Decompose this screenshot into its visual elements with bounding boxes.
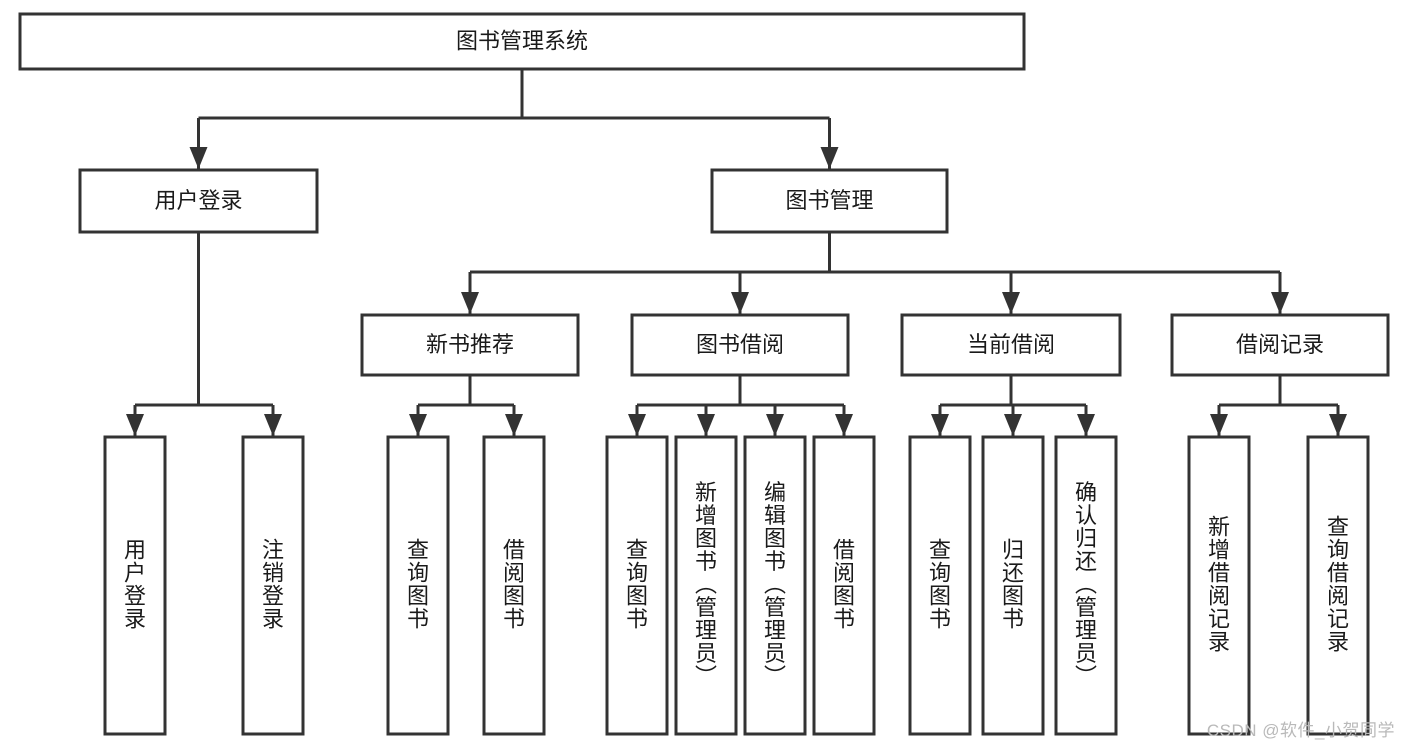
node-label-leaf-borrow-book-1: 借阅图书 <box>503 537 525 631</box>
node-leaf-user-login[interactable]: 用户登录 <box>103 435 167 736</box>
node-leaf-logout[interactable]: 注销登录 <box>241 435 305 736</box>
arrow-head-icon <box>1210 414 1228 436</box>
edge-group-current-borrow <box>931 375 1095 436</box>
arrow-head-icon <box>1329 414 1347 436</box>
node-box-leaf-confirm-return <box>1054 435 1118 736</box>
edge-group-new-book-rec <box>409 375 523 436</box>
node-new-book-rec[interactable]: 新书推荐 <box>360 313 580 377</box>
node-leaf-query-book-3[interactable]: 查询图书 <box>908 435 972 736</box>
node-label-borrow-record: 借阅记录 <box>1236 332 1324 357</box>
arrow-head-icon <box>1002 292 1020 314</box>
node-leaf-edit-book[interactable]: 编辑图书︵管理员︶ <box>743 435 807 736</box>
node-box-leaf-add-record <box>1187 435 1251 736</box>
node-leaf-query-book-1[interactable]: 查询图书 <box>386 435 450 736</box>
node-label-book-borrow: 图书借阅 <box>696 332 784 357</box>
arrow-head-icon <box>189 147 208 169</box>
node-user-login[interactable]: 用户登录 <box>78 168 319 234</box>
node-leaf-return-book[interactable]: 归还图书 <box>981 435 1045 736</box>
edge-group-book-manage <box>461 232 1289 314</box>
node-box-leaf-borrow-book-1 <box>482 435 546 736</box>
node-label-book-manage: 图书管理 <box>785 188 873 213</box>
node-label-leaf-user-login: 用户登录 <box>124 537 146 631</box>
arrow-head-icon <box>697 414 715 436</box>
node-box-leaf-user-login <box>103 435 167 736</box>
node-box-book-borrow <box>630 313 850 377</box>
node-box-root <box>18 12 1026 71</box>
node-leaf-query-record[interactable]: 查询借阅记录 <box>1306 435 1370 736</box>
node-box-leaf-return-book <box>981 435 1045 736</box>
arrow-head-icon <box>1077 414 1095 436</box>
arrow-head-icon <box>1271 292 1289 314</box>
node-box-leaf-query-book-3 <box>908 435 972 736</box>
node-book-borrow[interactable]: 图书借阅 <box>630 313 850 377</box>
node-label-new-book-rec: 新书推荐 <box>426 332 514 357</box>
arrow-head-icon <box>628 414 646 436</box>
node-label-leaf-add-record: 新增借阅记录 <box>1208 514 1230 654</box>
node-borrow-record[interactable]: 借阅记录 <box>1170 313 1390 377</box>
node-box-leaf-query-book-1 <box>386 435 450 736</box>
node-leaf-borrow-book-1[interactable]: 借阅图书 <box>482 435 546 736</box>
connector-layer <box>126 69 1347 436</box>
node-current-borrow[interactable]: 当前借阅 <box>900 313 1122 377</box>
node-layer: 图书管理系统用户登录图书管理新书推荐图书借阅当前借阅借阅记录用户登录注销登录查询… <box>18 12 1390 736</box>
node-label-leaf-query-book-2: 查询图书 <box>626 537 648 631</box>
node-label-current-borrow: 当前借阅 <box>967 332 1055 357</box>
node-box-current-borrow <box>900 313 1122 377</box>
node-box-leaf-edit-book <box>743 435 807 736</box>
node-box-borrow-record <box>1170 313 1390 377</box>
arrow-head-icon <box>820 147 839 169</box>
node-label-root: 图书管理系统 <box>456 28 588 53</box>
node-box-leaf-query-record <box>1306 435 1370 736</box>
node-book-manage[interactable]: 图书管理 <box>710 168 949 234</box>
node-leaf-add-book[interactable]: 新增图书︵管理员︶ <box>674 435 738 736</box>
arrow-head-icon <box>766 414 784 436</box>
arrow-head-icon <box>731 292 749 314</box>
arrow-head-icon <box>126 414 144 436</box>
edge-group-book-borrow <box>628 375 853 436</box>
node-box-user-login <box>78 168 319 234</box>
arrow-head-icon <box>931 414 949 436</box>
node-label-leaf-borrow-book-2: 借阅图书 <box>833 537 855 631</box>
node-box-leaf-add-book <box>674 435 738 736</box>
node-label-leaf-edit-book: 编辑图书︵管理员︶ <box>764 480 786 689</box>
arrow-head-icon <box>1004 414 1022 436</box>
edge-group-user-login <box>126 232 282 436</box>
edge-group-root <box>189 69 839 169</box>
node-box-leaf-borrow-book-2 <box>812 435 876 736</box>
node-box-book-manage <box>710 168 949 234</box>
node-label-leaf-confirm-return: 确认归还︵管理员︶ <box>1075 480 1097 689</box>
node-label-leaf-logout: 注销登录 <box>262 537 284 631</box>
node-label-leaf-query-record: 查询借阅记录 <box>1327 514 1349 654</box>
arrow-head-icon <box>409 414 427 436</box>
arrow-head-icon <box>264 414 282 436</box>
edge-group-borrow-record <box>1210 375 1347 436</box>
node-box-new-book-rec <box>360 313 580 377</box>
node-label-user-login: 用户登录 <box>154 188 242 213</box>
node-label-leaf-query-book-3: 查询图书 <box>929 537 951 631</box>
node-label-leaf-return-book: 归还图书 <box>1002 537 1024 631</box>
arrow-head-icon <box>505 414 523 436</box>
node-leaf-confirm-return[interactable]: 确认归还︵管理员︶ <box>1054 435 1118 736</box>
node-leaf-query-book-2[interactable]: 查询图书 <box>605 435 669 736</box>
csdn-watermark: CSDN @软件_小贺同学 <box>1206 721 1395 740</box>
node-box-leaf-query-book-2 <box>605 435 669 736</box>
node-box-leaf-logout <box>241 435 305 736</box>
node-label-leaf-add-book: 新增图书︵管理员︶ <box>695 480 717 689</box>
arrow-head-icon <box>461 292 479 314</box>
arrow-head-icon <box>835 414 853 436</box>
node-leaf-add-record[interactable]: 新增借阅记录 <box>1187 435 1251 736</box>
node-leaf-borrow-book-2[interactable]: 借阅图书 <box>812 435 876 736</box>
node-root[interactable]: 图书管理系统 <box>18 12 1026 71</box>
node-label-leaf-query-book-1: 查询图书 <box>407 537 429 631</box>
